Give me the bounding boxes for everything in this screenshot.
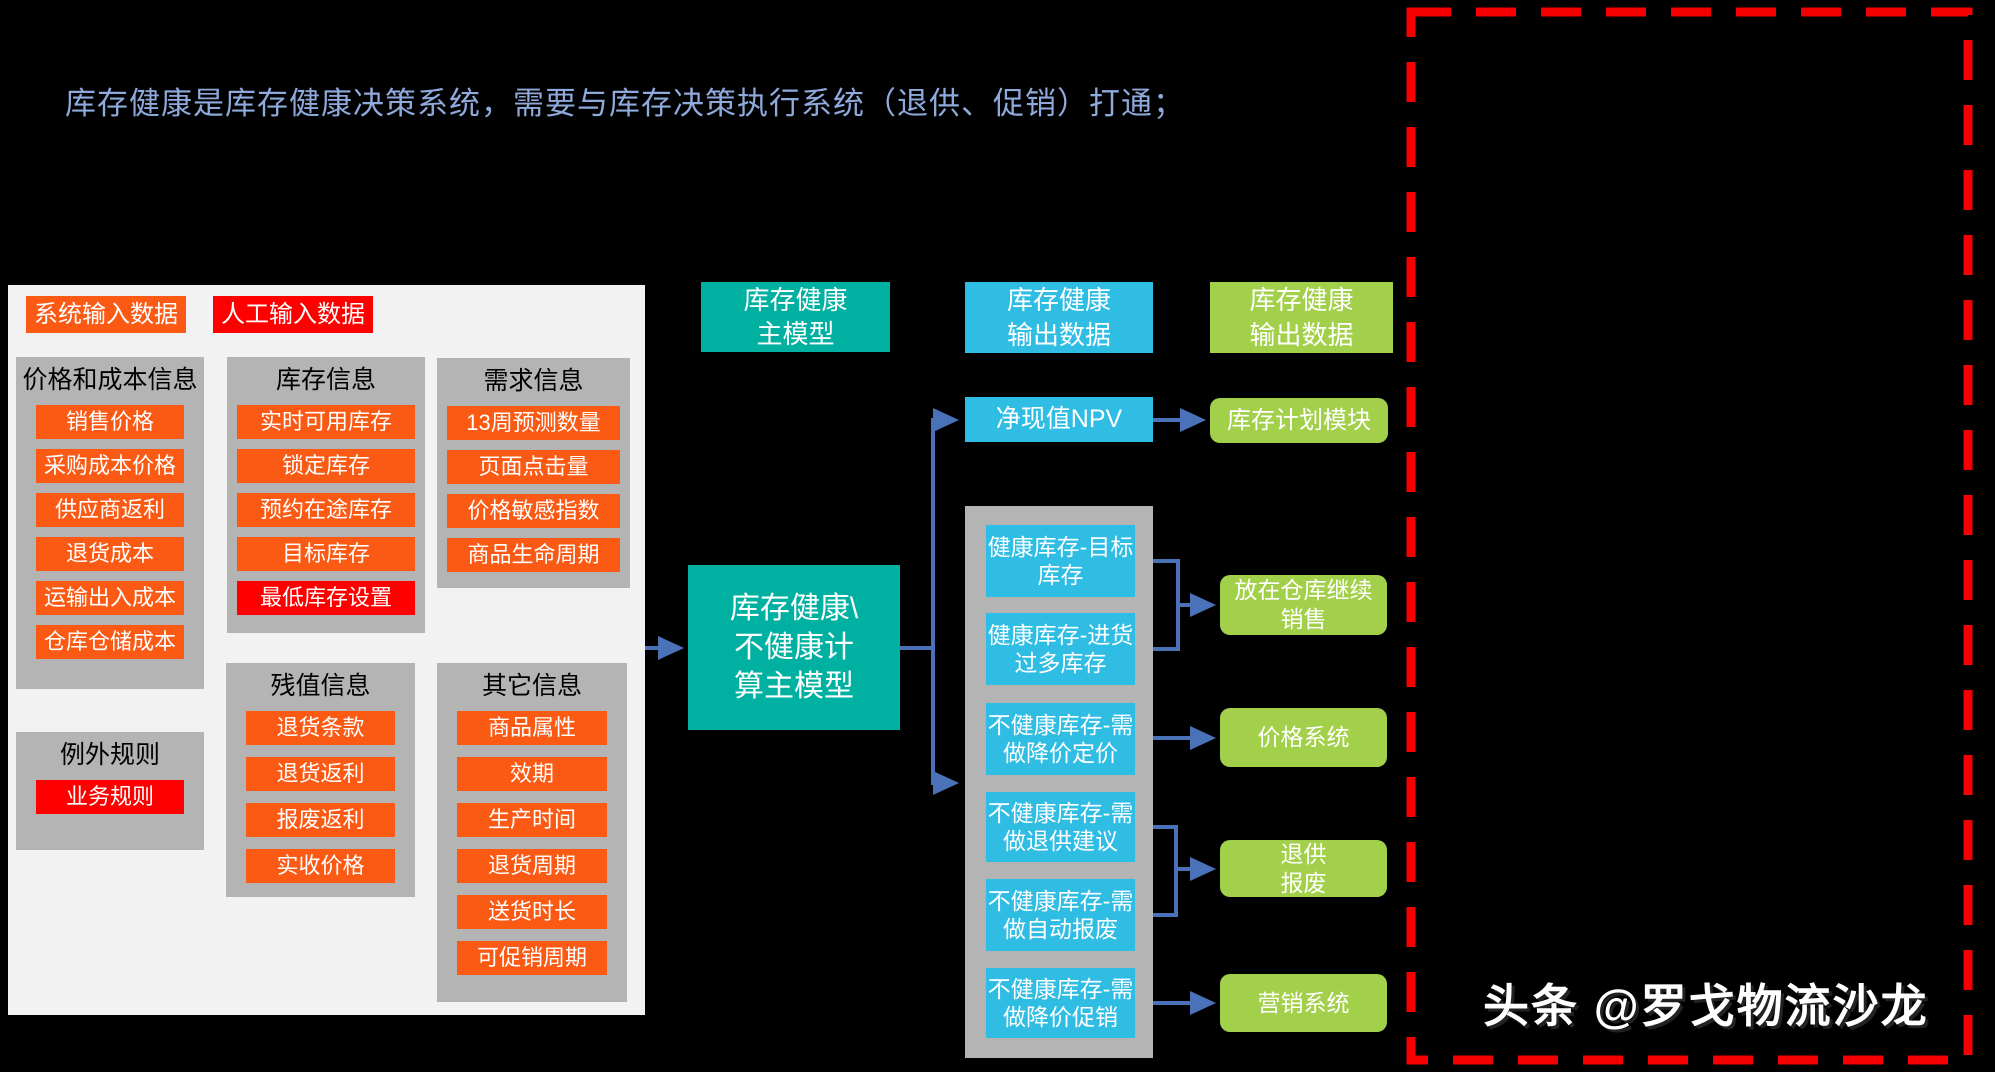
health-calc-model-box: 库存健康\ 不健康计 算主模型 (688, 565, 900, 730)
input-item: 可促销周期 (457, 941, 607, 975)
group-demand-info: 需求信息 13周预测数量 页面点击量 价格敏感指数 商品生命周期 (437, 358, 630, 588)
target-return-scrap-box: 退供 报废 (1220, 840, 1387, 897)
input-item: 退货返利 (246, 757, 395, 791)
arrow-trunk-to-panel (931, 648, 959, 795)
input-item: 页面点击量 (447, 450, 620, 484)
target-price-system-box: 价格系统 (1220, 708, 1387, 767)
target-warehouse-sell-box: 放在仓库继续 销售 (1220, 575, 1387, 635)
input-data-panel: 系统输入数据 人工输入数据 价格和成本信息 销售价格 采购成本价格 供应商返利 … (8, 285, 645, 1015)
input-item: 退货条款 (246, 711, 395, 745)
output-box-unhealthy-markdown: 不健康库存-需 做降价定价 (986, 703, 1135, 775)
input-item: 实收价格 (246, 849, 395, 883)
group-price-cost-info: 价格和成本信息 销售价格 采购成本价格 供应商返利 退货成本 运输出入成本 仓库… (16, 357, 204, 689)
input-item: 预约在途库存 (237, 493, 415, 527)
watermark: 头条 @罗戈物流沙龙 (1483, 980, 1929, 1032)
target-marketing-system-box: 营销系统 (1220, 974, 1387, 1032)
inventory-plan-module-box: 库存计划模块 (1210, 398, 1388, 443)
output-box-healthy-target: 健康库存-目标 库存 (986, 525, 1135, 597)
system-input-label: 系统输入数据 (26, 296, 186, 333)
slide-title: 库存健康是库存健康决策系统，需要与库存决策执行系统（退供、促销）打通； (65, 86, 1185, 121)
input-item: 销售价格 (36, 405, 184, 439)
input-item: 退货周期 (457, 849, 607, 883)
input-item: 价格敏感指数 (447, 494, 620, 528)
input-item: 商品属性 (457, 711, 607, 745)
group-title: 残值信息 (270, 672, 371, 700)
input-item: 目标库存 (237, 537, 415, 571)
input-item: 送货时长 (457, 895, 607, 929)
input-item: 效期 (457, 757, 607, 791)
output-box-unhealthy-promo: 不健康库存-需 做降价促销 (986, 968, 1135, 1038)
input-item: 仓库仓储成本 (36, 625, 184, 659)
output-data-panel (965, 506, 1153, 1058)
group-title: 需求信息 (483, 367, 584, 395)
red-dashed-frame (1406, 7, 1973, 1065)
group-inventory-info: 库存信息 实时可用库存 锁定库存 预约在途库存 目标库存 最低库存设置 (227, 357, 425, 633)
group-other-info: 其它信息 商品属性 效期 生产时间 退货周期 送货时长 可促销周期 (437, 663, 627, 1002)
output-target-header: 库存健康 输出数据 (1210, 282, 1393, 353)
input-item: 运输出入成本 (36, 581, 184, 615)
input-item: 13周预测数量 (447, 406, 620, 440)
output-box-healthy-overstock: 健康库存-进货 过多库存 (986, 613, 1135, 685)
input-item: 最低库存设置 (237, 581, 415, 615)
group-title: 例外规则 (59, 741, 160, 769)
output-data-header: 库存健康 输出数据 (965, 282, 1153, 353)
group-title: 其它信息 (481, 672, 582, 700)
input-item: 业务规则 (36, 780, 184, 814)
input-item: 报废返利 (246, 803, 395, 837)
model-header: 库存健康 主模型 (701, 282, 890, 352)
input-item: 采购成本价格 (36, 449, 184, 483)
input-item: 退货成本 (36, 537, 184, 571)
output-box-unhealthy-scrap: 不健康库存-需 做自动报废 (986, 879, 1135, 951)
manual-input-label: 人工输入数据 (213, 296, 373, 333)
group-title: 价格和成本信息 (22, 366, 198, 394)
group-title: 库存信息 (275, 366, 376, 394)
input-item: 生产时间 (457, 803, 607, 837)
input-item: 商品生命周期 (447, 538, 620, 572)
arrow-trunk-to-npv (931, 408, 959, 648)
group-exception-rules: 例外规则 业务规则 (16, 732, 204, 850)
input-item: 锁定库存 (237, 449, 415, 483)
input-item: 供应商返利 (36, 493, 184, 527)
output-box-unhealthy-return: 不健康库存-需 做退供建议 (986, 792, 1135, 862)
input-item: 实时可用库存 (237, 405, 415, 439)
group-residual-value-info: 残值信息 退货条款 退货返利 报废返利 实收价格 (226, 663, 415, 897)
npv-box: 净现值NPV (965, 397, 1153, 442)
